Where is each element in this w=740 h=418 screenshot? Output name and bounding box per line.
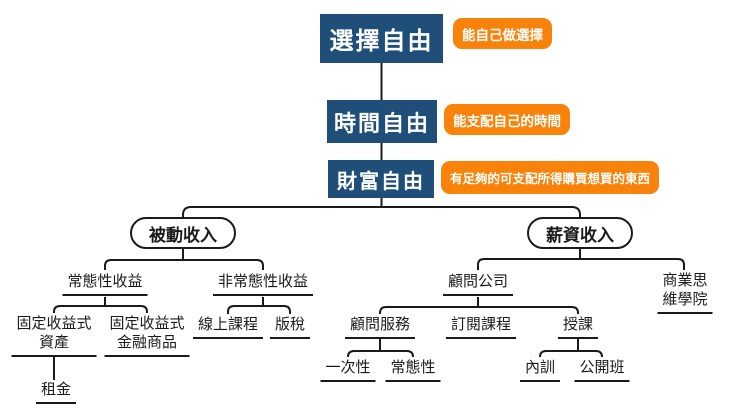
node-business-thinking-school: 商業思維學院 <box>657 271 713 314</box>
note-choice-freedom: 能自己做選擇 <box>453 18 552 49</box>
node-wealth-freedom: 財富自由 <box>328 160 434 198</box>
node-salary-income: 薪資收入 <box>527 217 633 249</box>
node-regular-income: 常態性收益 <box>62 272 148 296</box>
node-time-freedom: 時間自由 <box>327 100 437 143</box>
node-fixed-income-financial-products: 固定收益式 金融商品 <box>104 314 190 357</box>
note-wealth-freedom: 有足夠的可支配所得購買想買的東西 <box>441 161 660 194</box>
node-royalties: 版稅 <box>269 315 311 339</box>
node-recurring: 常態性 <box>385 358 441 382</box>
node-internal-training: 內訓 <box>519 358 561 382</box>
node-fixed-income-assets: 固定收益式 資產 <box>11 314 97 357</box>
node-passive-income: 被動收入 <box>130 217 236 249</box>
node-teaching: 授課 <box>557 315 599 339</box>
node-rent: 租金 <box>35 380 77 404</box>
note-time-freedom: 能支配自己的時間 <box>444 104 570 135</box>
node-consulting-company: 顧問公司 <box>442 272 514 296</box>
node-online-course: 線上課程 <box>192 315 264 339</box>
node-choice-freedom: 選擇自由 <box>320 14 443 63</box>
node-irregular-income: 非常態性收益 <box>212 272 314 296</box>
node-one-time: 一次性 <box>320 358 376 382</box>
node-consulting-service: 顧問服務 <box>344 315 416 339</box>
node-subscription-course: 訂閱課程 <box>445 315 517 339</box>
node-public-class: 公開班 <box>574 358 630 382</box>
